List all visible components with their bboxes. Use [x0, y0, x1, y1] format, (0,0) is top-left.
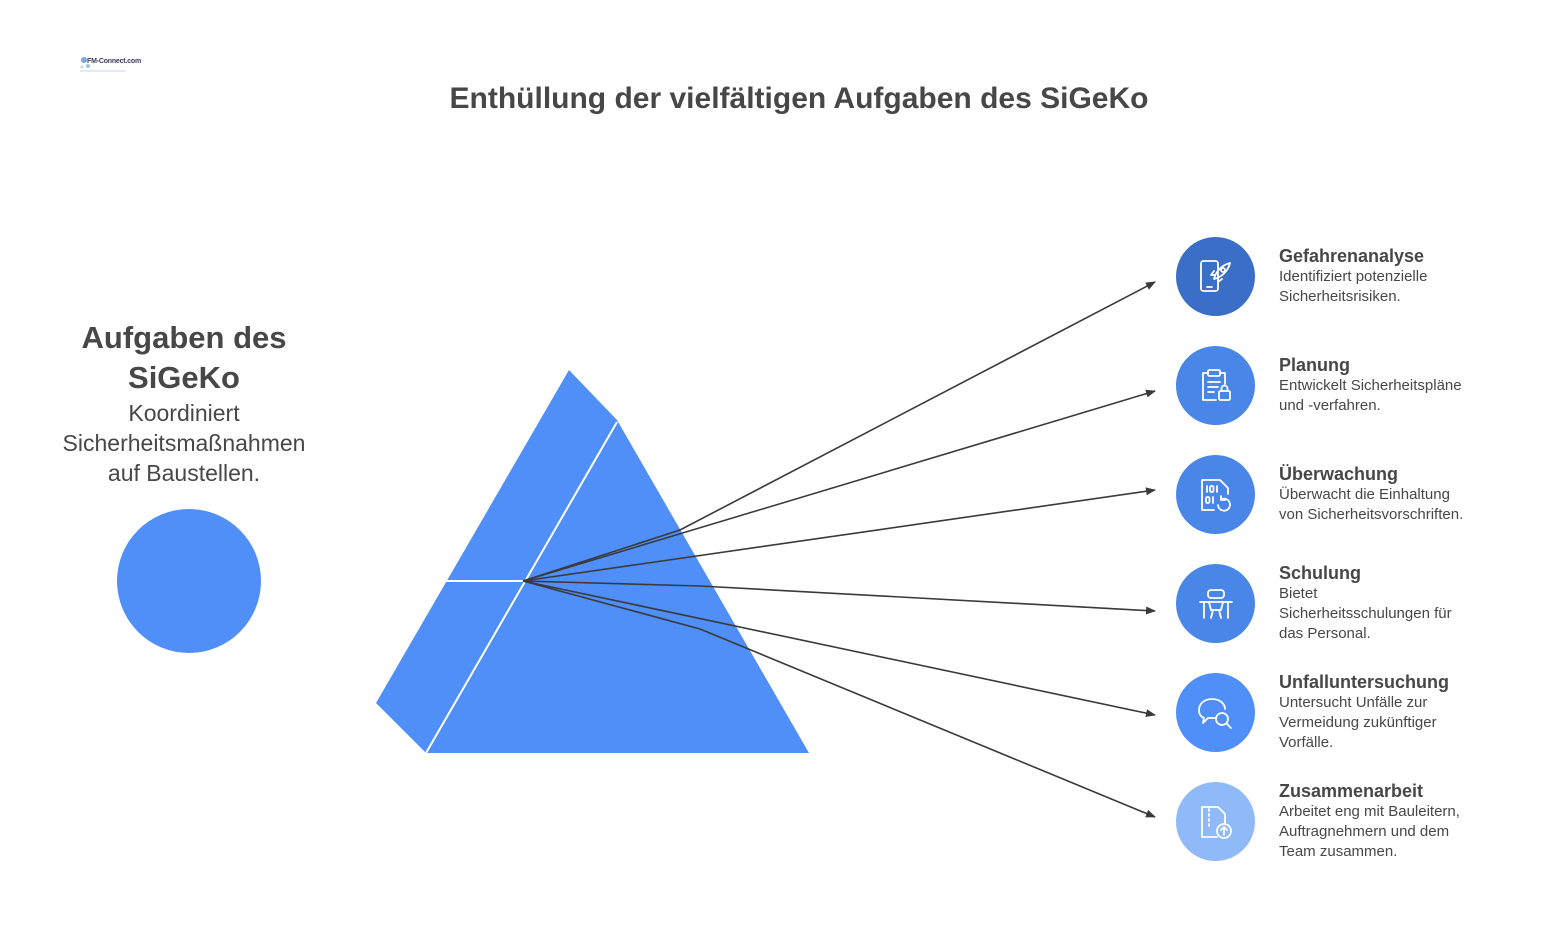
- zusammenarbeit-title: Zusammenarbeit: [1279, 781, 1424, 801]
- ueberwachung-desc-line-1: Überwacht die Einhaltung: [1279, 486, 1450, 503]
- zusammenarbeit-text: Zusammenarbeit Arbeitet eng mit Bauleite…: [1279, 780, 1519, 862]
- left-desc-line-2: Sicherheitsmaßnahmen: [62, 430, 306, 456]
- schulung-desc-line-1: Bietet: [1279, 585, 1318, 602]
- arrow-gefahrenanalyse: [522, 281, 1156, 582]
- zusammenarbeit-icon-circle: [1176, 782, 1255, 861]
- schulung-text: Schulung Bietet Sicherheitsschulungen fü…: [1279, 562, 1519, 644]
- schulung-desc-line-3: das Personal.: [1279, 625, 1371, 642]
- binary-file-refresh-icon: [1200, 478, 1231, 512]
- gefahrenanalyse-desc-line-2: Sicherheitsrisiken.: [1279, 288, 1401, 305]
- ueberwachung-icon-circle: [1176, 455, 1255, 534]
- left-desc-line-1: Koordiniert: [128, 400, 240, 426]
- logo: FM-Connect.com: [78, 52, 141, 74]
- arrows: [522, 281, 1156, 818]
- gefahrenanalyse-title: Gefahrenanalyse: [1279, 246, 1425, 266]
- prism-body: [376, 370, 809, 753]
- logo-mark-icon: [80, 57, 126, 72]
- ueberwachung-desc-line-2: von Sicherheitsvorschriften.: [1279, 506, 1464, 523]
- planung-desc-line-2: und -verfahren.: [1279, 397, 1381, 414]
- source-circle: [117, 509, 261, 653]
- file-upload-icon: [1200, 805, 1232, 839]
- schulung-title: Schulung: [1279, 563, 1361, 583]
- planung-text: Planung Entwickelt Sicherheitspläne und …: [1279, 354, 1519, 416]
- unfalluntersuchung-desc-line-2: Vermeidung zukünftiger: [1279, 714, 1437, 731]
- planung-title: Planung: [1279, 355, 1350, 375]
- left-heading-line-2: SiGeKo: [128, 360, 240, 395]
- gefahrenanalyse-icon-circle: [1176, 237, 1255, 316]
- schulung-desc-line-2: Sicherheitsschulungen für: [1279, 605, 1452, 622]
- arrow-schulung: [522, 580, 1156, 615]
- prism: [376, 370, 809, 754]
- unfalluntersuchung-icon-circle: [1176, 673, 1255, 752]
- unfalluntersuchung-desc-line-1: Untersucht Unfälle zur: [1279, 694, 1428, 711]
- phone-rocket-icon: [1199, 259, 1231, 292]
- clipboard-lock-icon: [1201, 368, 1231, 401]
- logo-text: FM-Connect.com: [87, 58, 141, 65]
- ueberwachung-title: Überwachung: [1279, 464, 1399, 484]
- page-title: Enthüllung der vielfältigen Aufgaben des…: [449, 82, 1149, 115]
- left-description-block: Aufgaben des SiGeKo Koordiniert Sicherhe…: [40, 318, 328, 488]
- arrow-unfalluntersuchung: [522, 580, 1156, 718]
- unfalluntersuchung-desc-line-3: Vorfälle.: [1279, 734, 1334, 751]
- schulung-icon-circle: [1176, 564, 1255, 643]
- left-heading-line-1: Aufgaben des: [81, 320, 287, 355]
- zusammenarbeit-desc-line-1: Arbeitet eng mit Bauleitern,: [1279, 803, 1460, 820]
- unfalluntersuchung-title: Unfalluntersuchung: [1279, 672, 1449, 692]
- zusammenarbeit-desc-line-3: Team zusammen.: [1279, 843, 1398, 860]
- desk-chair-icon: [1198, 588, 1233, 619]
- gefahrenanalyse-desc-line-1: Identifiziert potenzielle: [1279, 268, 1428, 285]
- arrow-zusammenarbeit: [522, 580, 1156, 818]
- planung-desc-line-1: Entwickelt Sicherheitspläne: [1279, 377, 1462, 394]
- unfalluntersuchung-text: Unfalluntersuchung Untersucht Unfälle zu…: [1279, 671, 1519, 753]
- left-desc-line-3: auf Baustellen.: [107, 460, 261, 486]
- prism-edge-diagonal: [425, 421, 618, 754]
- ueberwachung-text: Überwachung Überwacht die Einhaltung von…: [1279, 463, 1519, 525]
- arrow-planung: [522, 389, 1156, 582]
- zusammenarbeit-desc-line-2: Auftragnehmern und dem: [1279, 823, 1450, 840]
- arrow-ueberwachung: [522, 487, 1156, 582]
- chat-search-icon: [1197, 697, 1232, 729]
- planung-icon-circle: [1176, 346, 1255, 425]
- gefahrenanalyse-text: Gefahrenanalyse Identifiziert potenziell…: [1279, 245, 1519, 307]
